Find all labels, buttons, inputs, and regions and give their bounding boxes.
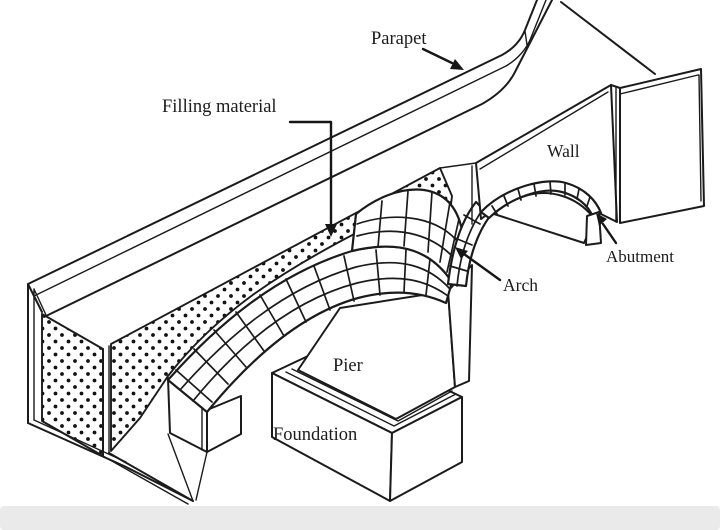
abutment-arrowhead-icon <box>596 213 607 226</box>
arch-arrowhead-icon <box>455 247 468 259</box>
left-end-cut-edges <box>27 283 194 505</box>
label-parapet: Parapet <box>371 29 427 49</box>
arch-barrel-surface-grid <box>350 188 464 284</box>
filling-material-leader-line <box>288 120 333 226</box>
parapet-lines <box>27 0 656 318</box>
arch-leader-line <box>462 252 502 282</box>
pier-block <box>297 264 473 420</box>
annotations: Parapet Filling material Wall Abutment A… <box>162 29 674 445</box>
label-wall: Wall <box>547 141 580 161</box>
parapet-arrowhead-icon <box>450 59 464 70</box>
label-arch: Arch <box>503 275 538 295</box>
horizontal-scrollbar-track[interactable] <box>0 506 720 530</box>
label-filling-material: Filling material <box>162 97 277 117</box>
arch-springer-block <box>167 377 242 502</box>
label-pier: Pier <box>333 356 363 376</box>
foundation-inset-lines <box>285 368 457 427</box>
right-arch-ring <box>479 180 603 246</box>
label-foundation: Foundation <box>273 425 357 445</box>
label-abutment: Abutment <box>606 247 674 266</box>
filling-material-arrowhead-icon <box>325 224 337 237</box>
abutment-leader-line <box>601 222 618 245</box>
abutment-face <box>615 68 705 224</box>
parapet-leader-line <box>421 47 454 65</box>
